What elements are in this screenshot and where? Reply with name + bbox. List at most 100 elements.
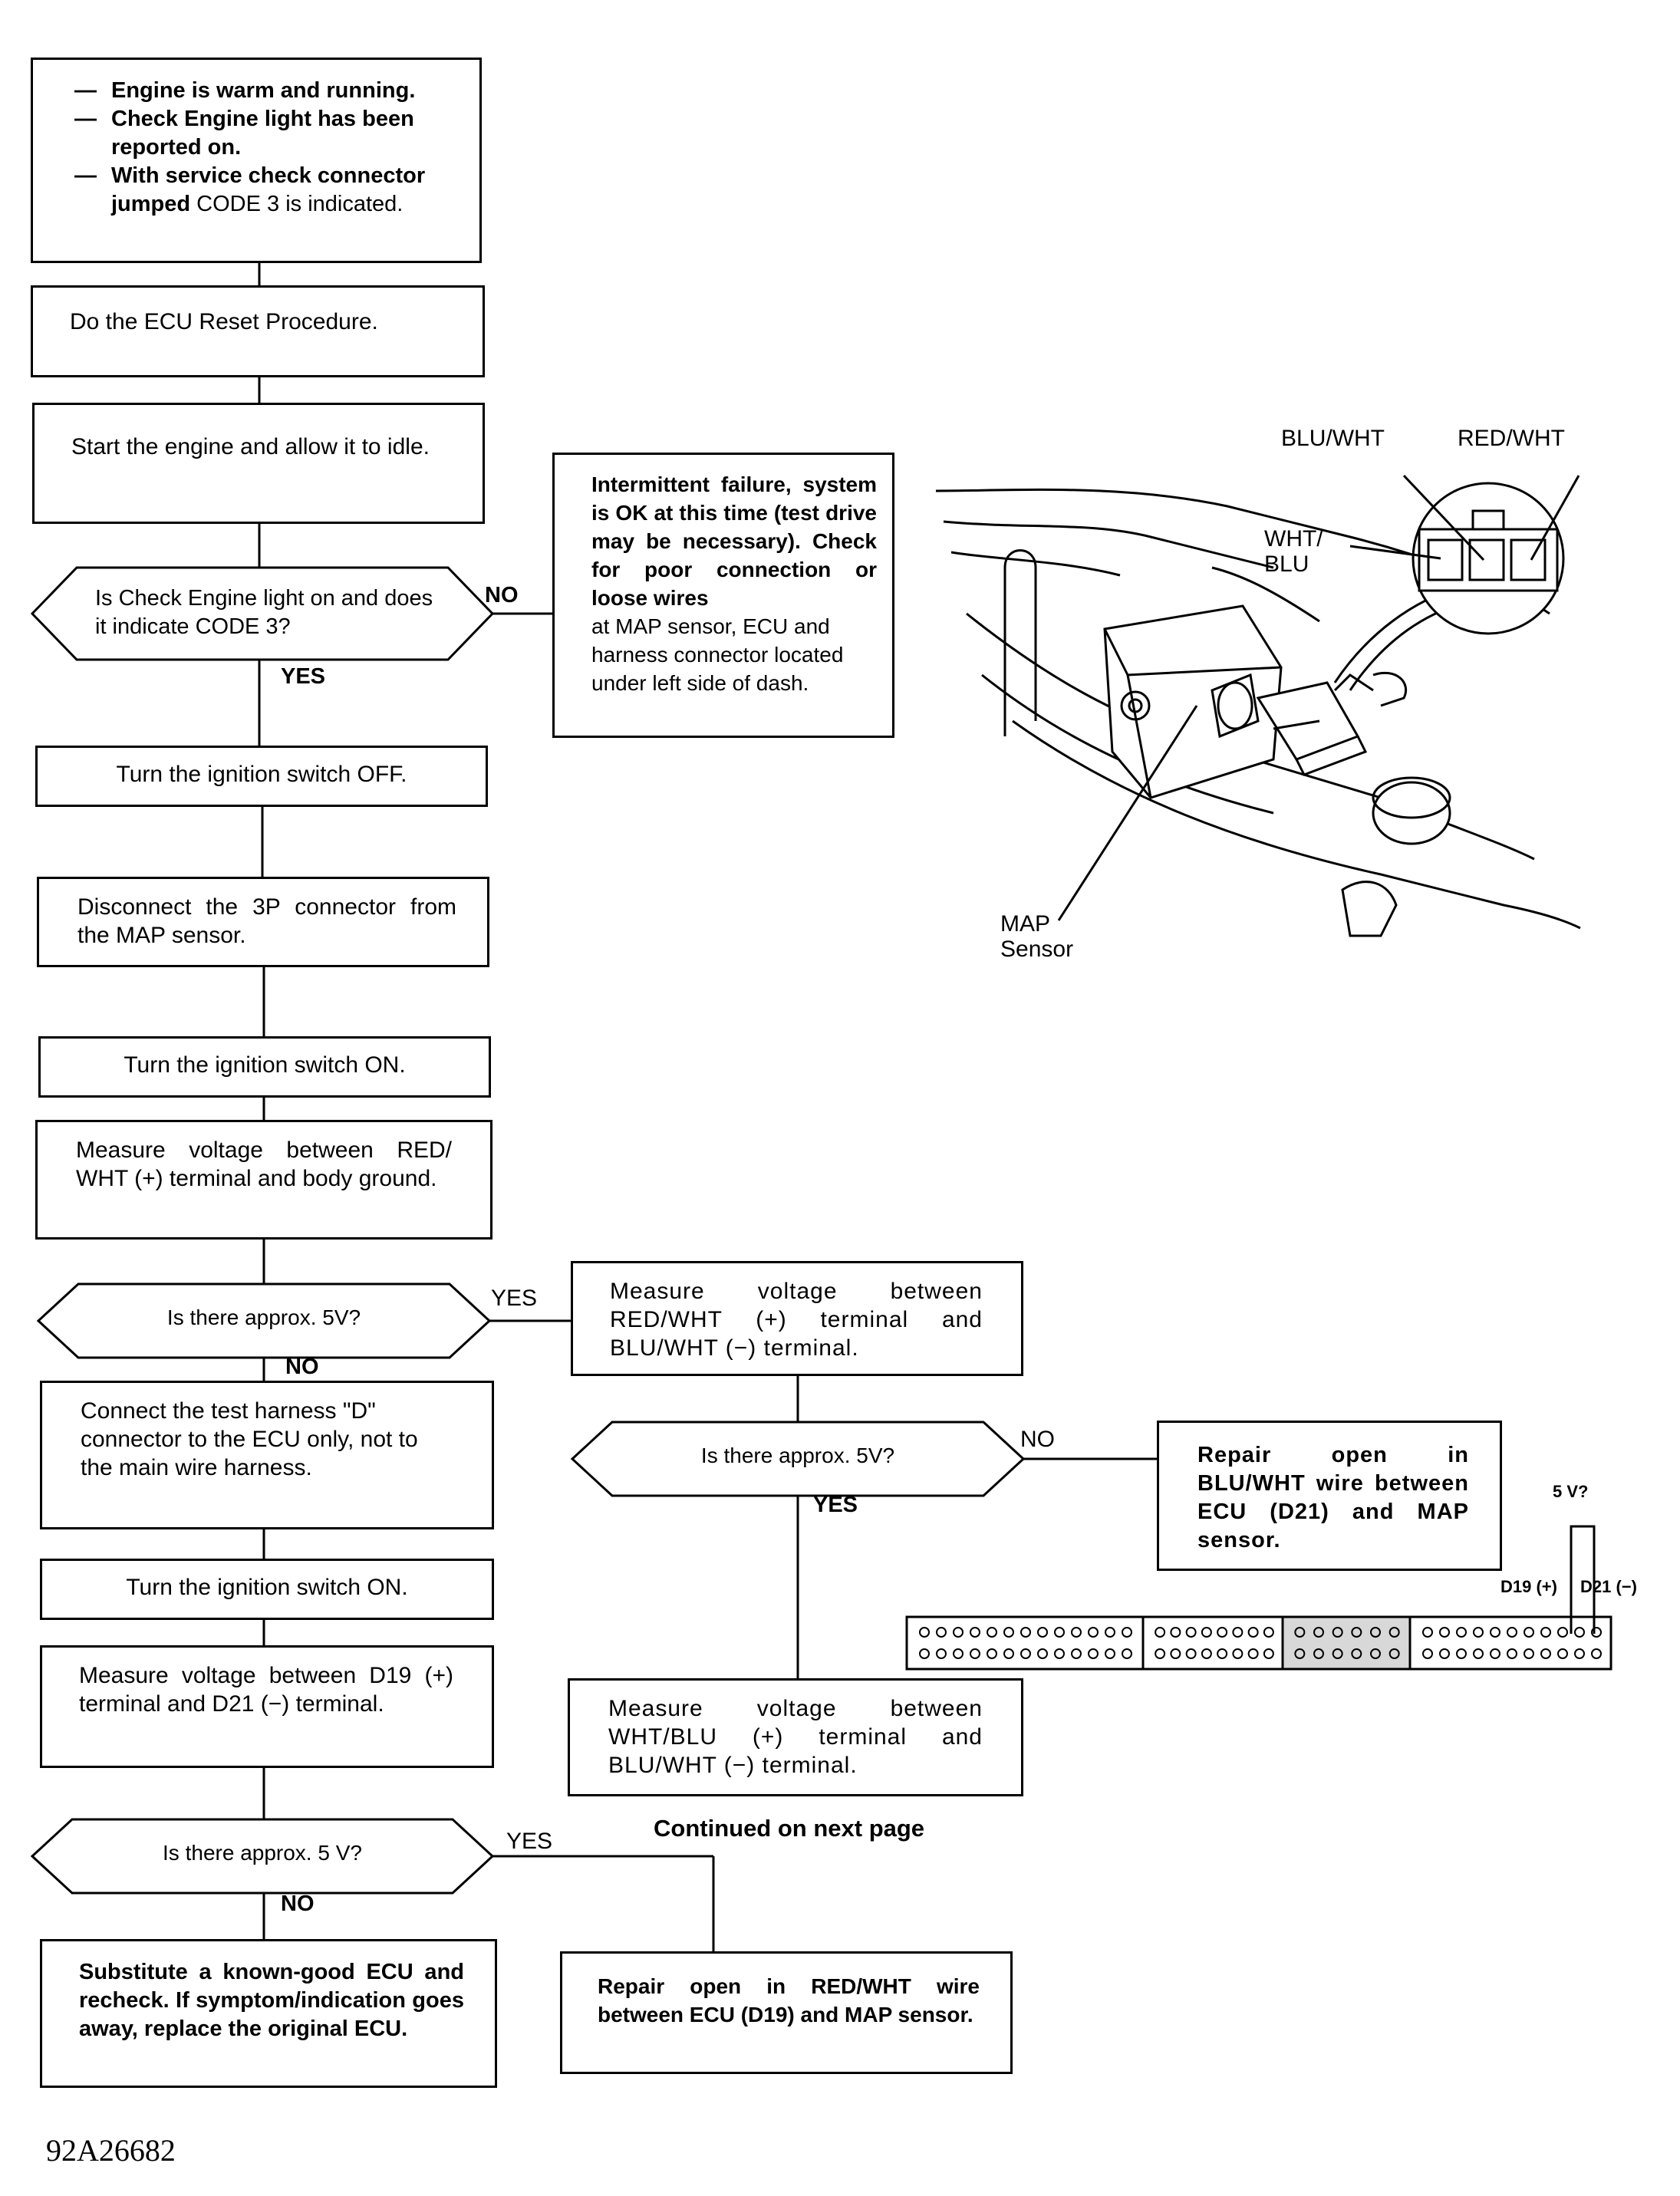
connector-pin — [1524, 1627, 1534, 1638]
connector-pin — [1574, 1627, 1585, 1638]
map-sensor-label: MAP Sensor — [1000, 911, 1074, 962]
repair-blu-wht-box: Repair open in BLU/WHT wire between ECU … — [1157, 1421, 1502, 1571]
decision-text: Is Check Engine light on and does it ind… — [95, 586, 433, 639]
step-text: Disconnect the 3P connector from the MAP… — [77, 894, 456, 948]
step-text: Connect the test harness "D" connector t… — [81, 1398, 418, 1480]
step-text: Turn the ignition switch ON. — [124, 1052, 406, 1078]
connector-pin — [987, 1648, 997, 1659]
dash-mark: — — [74, 107, 97, 131]
connector-pin — [1088, 1648, 1099, 1659]
connector-pin — [1054, 1648, 1065, 1659]
connector-pin — [1232, 1627, 1244, 1638]
connector-pin — [1294, 1648, 1306, 1659]
ignition-off-box: Turn the ignition switch OFF. — [35, 746, 488, 807]
condition-item: — With service check connector jumped CO… — [74, 162, 464, 219]
connector-pin — [1185, 1627, 1197, 1638]
connector-pin — [1155, 1648, 1166, 1659]
step-text: Repair open in RED/WHT wire between ECU … — [598, 1974, 980, 2026]
connector-pin — [1490, 1627, 1500, 1638]
step-text: Substitute a known-good ECU and recheck.… — [79, 1960, 464, 2041]
connector-pin — [1456, 1648, 1467, 1659]
condition-text: Check Engine light has been reported on. — [111, 107, 414, 160]
connector-pin — [1155, 1627, 1166, 1638]
connector-pin — [1540, 1648, 1551, 1659]
connector-pin — [1574, 1648, 1585, 1659]
connector-pin — [1473, 1648, 1484, 1659]
no-label: NO — [485, 583, 519, 607]
connector-pin — [1370, 1627, 1381, 1638]
connector-pin — [1456, 1627, 1467, 1638]
connector-pin — [1247, 1648, 1259, 1659]
dash-mark: — — [74, 163, 97, 188]
connector-pin — [970, 1648, 980, 1659]
step-text: Measure voltage between RED/WHT (+) term… — [610, 1279, 983, 1361]
yes-label: YES — [506, 1829, 553, 1854]
d21-label: D21 (−) — [1580, 1577, 1637, 1596]
connector-pin — [1439, 1627, 1450, 1638]
connector-pin — [1247, 1627, 1259, 1638]
no-label: NO — [1020, 1427, 1055, 1452]
intermittent-failure-box: Intermittent failure, system is OK at th… — [552, 453, 894, 738]
connector-pin — [1122, 1627, 1132, 1638]
connector-pin — [919, 1648, 930, 1659]
connector-pin — [1037, 1648, 1048, 1659]
intermittent-regular-text: at MAP sensor, ECU and harness connector… — [591, 614, 844, 695]
connector-pin — [1490, 1648, 1500, 1659]
decision-text: Is there approx. 5V? — [700, 1444, 895, 1467]
connector-pin — [1439, 1648, 1450, 1659]
connector-pin — [1313, 1648, 1324, 1659]
step-text: Measure voltage between D19 (+) terminal… — [79, 1663, 453, 1717]
connector-pin — [919, 1627, 930, 1638]
figure-id: 92A26682 — [46, 2133, 176, 2168]
map-sensor-illustration — [935, 474, 1581, 937]
decision-text: Is there approx. 5 V? — [163, 1841, 362, 1865]
d19-label: D19 (+) — [1500, 1577, 1557, 1596]
connector-pin — [1591, 1627, 1602, 1638]
condition-text-bold: With service check connector jumped — [111, 163, 426, 216]
connector-pin — [1524, 1648, 1534, 1659]
connector-pin — [1351, 1627, 1362, 1638]
connector-pin — [970, 1627, 980, 1638]
condition-item: — Engine is warm and running. — [74, 77, 464, 105]
connector-pin — [1507, 1648, 1517, 1659]
connector-pin — [1054, 1627, 1065, 1638]
wire-label-wht-blu: WHT/ BLU — [1264, 526, 1323, 577]
connector-pin — [1263, 1648, 1274, 1659]
connector-pin — [1020, 1648, 1031, 1659]
connector-pin — [936, 1648, 947, 1659]
connector-pin — [1540, 1627, 1551, 1638]
disconnect-box: Disconnect the 3P connector from the MAP… — [37, 877, 489, 967]
decision-text: Is there approx. 5V? — [166, 1305, 361, 1329]
connector-pin — [1217, 1648, 1228, 1659]
connector-pin — [1020, 1627, 1031, 1638]
connector-pin — [1232, 1648, 1244, 1659]
step-text: Start the engine and allow it to idle. — [71, 434, 430, 459]
condition-text-regular: CODE 3 is indicated. — [190, 192, 404, 216]
step-text: Measure voltage between WHT/BLU (+) term… — [608, 1696, 983, 1778]
wire-label-blu-wht: BLU/WHT — [1281, 426, 1385, 451]
connector-pin — [1370, 1648, 1381, 1659]
continued-note: Continued on next page — [654, 1815, 925, 1842]
connector-pin — [1351, 1648, 1362, 1659]
connector-pin — [1473, 1627, 1484, 1638]
connector-pin — [1332, 1627, 1343, 1638]
connector-pin — [1071, 1627, 1082, 1638]
connector-pin — [1557, 1627, 1568, 1638]
connector-pin — [1217, 1627, 1228, 1638]
start-conditions-box: — Engine is warm and running. — Check En… — [31, 58, 482, 263]
decision-check-engine: Is Check Engine light on and does it ind… — [31, 584, 494, 641]
connector-pin — [1591, 1648, 1602, 1659]
step-text: Do the ECU Reset Procedure. — [70, 309, 378, 334]
measure-red-blu-box: Measure voltage between RED/WHT (+) term… — [571, 1261, 1023, 1376]
yes-label: YES — [491, 1286, 538, 1311]
connector-pin — [1170, 1648, 1181, 1659]
step-text: Measure voltage between RED/ WHT (+) ter… — [76, 1138, 452, 1191]
measure-d19-box: Measure voltage between D19 (+) terminal… — [40, 1645, 494, 1768]
connector-pin — [1313, 1627, 1324, 1638]
connector-pin — [1170, 1627, 1181, 1638]
repair-red-wht-box: Repair open in RED/WHT wire between ECU … — [560, 1951, 1013, 2074]
connector-pin — [1507, 1627, 1517, 1638]
connector-pin — [1037, 1627, 1048, 1638]
